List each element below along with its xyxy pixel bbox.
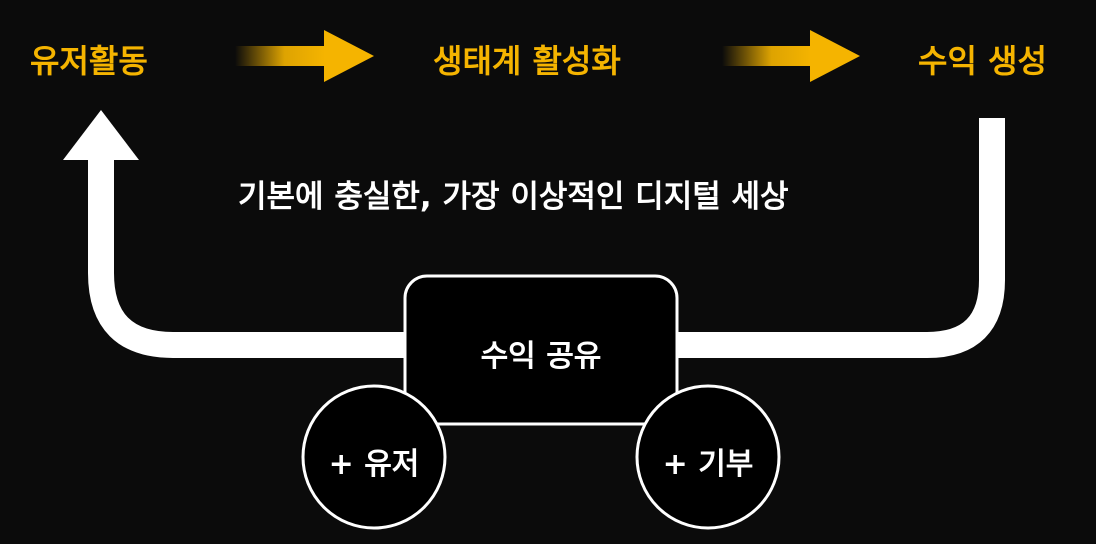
step-revenue-generation: 수익 생성 <box>918 42 1047 80</box>
donation-node-label: + 기부 <box>662 447 754 482</box>
tagline: 기본에 충실한, 가장 이상적인 디지털 세상 <box>238 179 789 215</box>
user-node-label: + 유저 <box>328 447 420 482</box>
loop-arrowhead-up-icon <box>63 110 139 160</box>
flow-arrow-1 <box>235 30 374 82</box>
user-node-circle <box>301 384 447 530</box>
step-user-activity: 유저활동 <box>30 42 148 80</box>
return-loop-line <box>88 118 1005 358</box>
revenue-share-label: 수익 공유 <box>480 339 602 374</box>
flow-arrow-2 <box>722 30 860 82</box>
revenue-share-box <box>403 274 679 426</box>
step-ecosystem-activation: 생태계 활성화 <box>433 42 621 80</box>
donation-node-circle <box>635 384 781 530</box>
